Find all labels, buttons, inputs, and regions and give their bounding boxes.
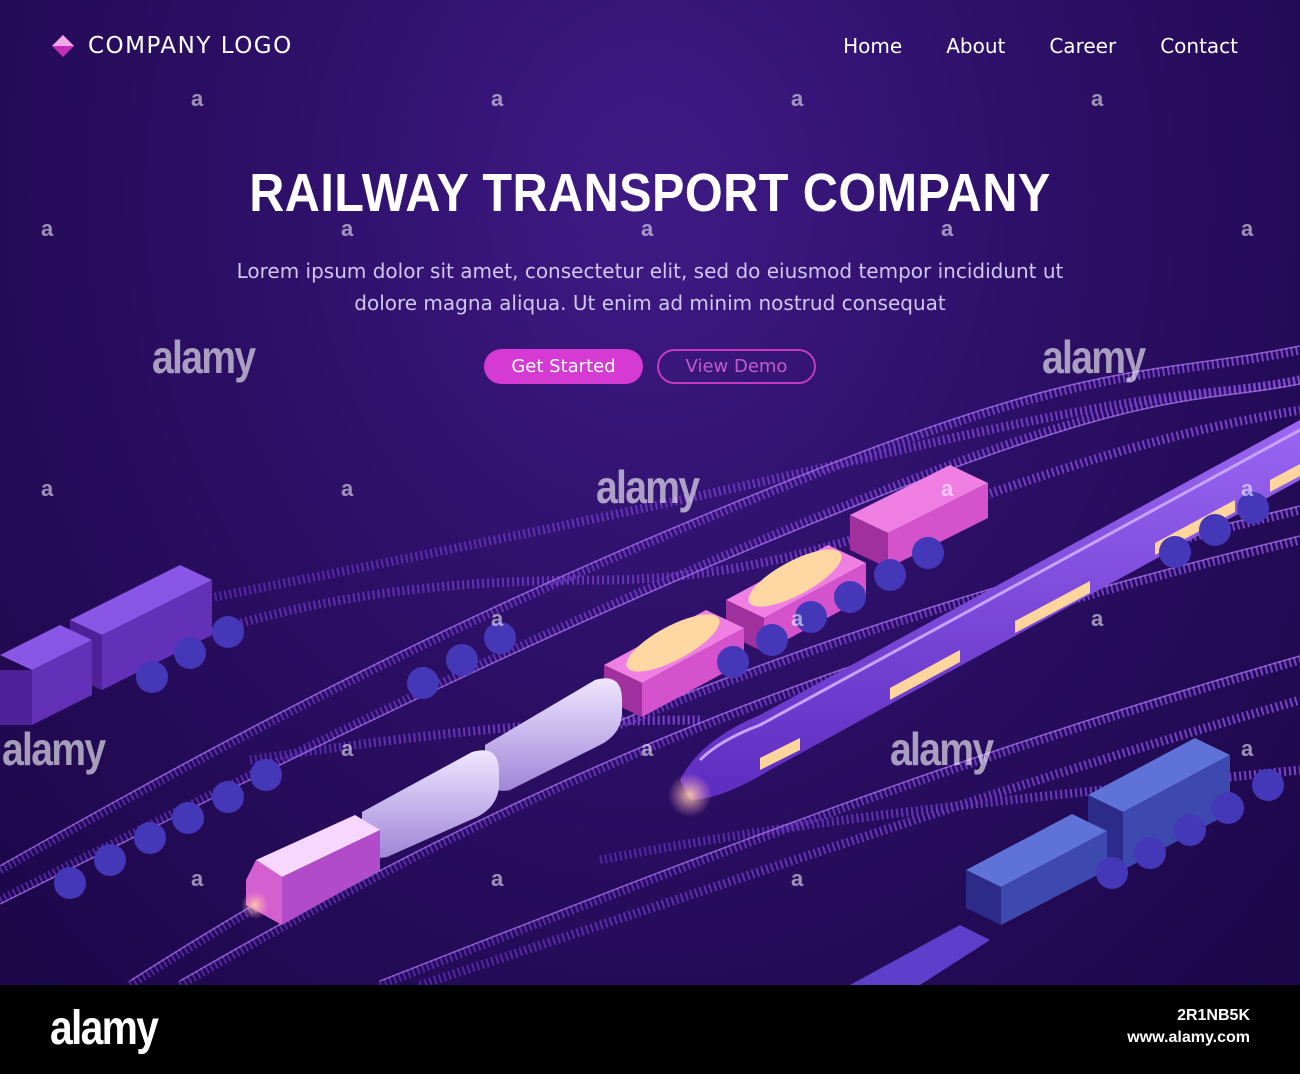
watermark-letter: a: [1241, 736, 1254, 761]
subtitle-line-2: dolore magna aliqua. Ut enim ad minim no…: [354, 291, 946, 315]
watermark-letter: a: [791, 606, 804, 631]
watermark-letter: a: [341, 476, 354, 501]
watermark-letter: a: [641, 216, 654, 241]
company-logo[interactable]: COMPANY LOGO: [52, 33, 293, 59]
site-url: www.alamy.com: [1127, 1029, 1250, 1046]
watermark-word: alamy: [596, 461, 700, 513]
hero-subtitle: Lorem ipsum dolor sit amet, consectetur …: [200, 255, 1100, 319]
watermark-letter: a: [941, 476, 954, 501]
nav-about[interactable]: About: [946, 34, 1006, 58]
watermark-letter: a: [341, 216, 354, 241]
nav-home[interactable]: Home: [843, 34, 903, 58]
watermark-letter: a: [41, 476, 54, 501]
view-demo-button[interactable]: View Demo: [657, 349, 816, 384]
watermark-letter: a: [1091, 606, 1104, 631]
trees: [54, 492, 1284, 899]
subtitle-line-1: Lorem ipsum dolor sit amet, consectetur …: [236, 259, 1064, 283]
logo-text: COMPANY LOGO: [88, 33, 293, 59]
watermark-letter: a: [791, 86, 804, 111]
watermark-word: alamy: [890, 723, 994, 775]
watermark-letter: a: [191, 86, 204, 111]
left-freight-wagons: [0, 565, 212, 725]
nav-contact[interactable]: Contact: [1160, 34, 1238, 58]
image-id: 2R1NB5K: [1177, 1007, 1250, 1024]
watermark-letter: a: [191, 866, 204, 891]
landing-hero: COMPANY LOGO Home About Career Contact R…: [0, 0, 1300, 985]
watermark-letter: a: [641, 736, 654, 761]
get-started-button[interactable]: Get Started: [484, 349, 643, 384]
watermark-letter: a: [941, 216, 954, 241]
railway-isometric-illustration: [0, 345, 1300, 985]
page-title: RAILWAY TRANSPORT COMPANY: [249, 163, 1051, 223]
freight-open-wagons: [604, 465, 988, 717]
high-speed-train: [668, 420, 1300, 817]
watermark-word: alamy: [2, 723, 106, 775]
nav-career[interactable]: Career: [1049, 34, 1117, 58]
watermark-letter: a: [41, 216, 54, 241]
alamy-logo: alamy: [50, 1002, 159, 1055]
tank-wagons: [362, 678, 622, 858]
watermark-letter: a: [1241, 476, 1254, 501]
watermark-letter: a: [341, 736, 354, 761]
main-nav: Home About Career Contact: [843, 34, 1238, 58]
watermark-word: alamy: [1042, 331, 1146, 383]
watermark-letter: a: [1241, 216, 1254, 241]
watermark-letter: a: [491, 86, 504, 111]
watermark-letter: a: [1091, 86, 1104, 111]
locomotive: [241, 815, 380, 925]
watermark-letter: a: [491, 866, 504, 891]
diamond-logo-icon: [52, 35, 74, 57]
stock-footer: alamy 2R1NB5K www.alamy.com: [0, 985, 1300, 1074]
watermark-letter: a: [791, 866, 804, 891]
watermark-letter: a: [491, 606, 504, 631]
watermark-word: alamy: [152, 331, 256, 383]
